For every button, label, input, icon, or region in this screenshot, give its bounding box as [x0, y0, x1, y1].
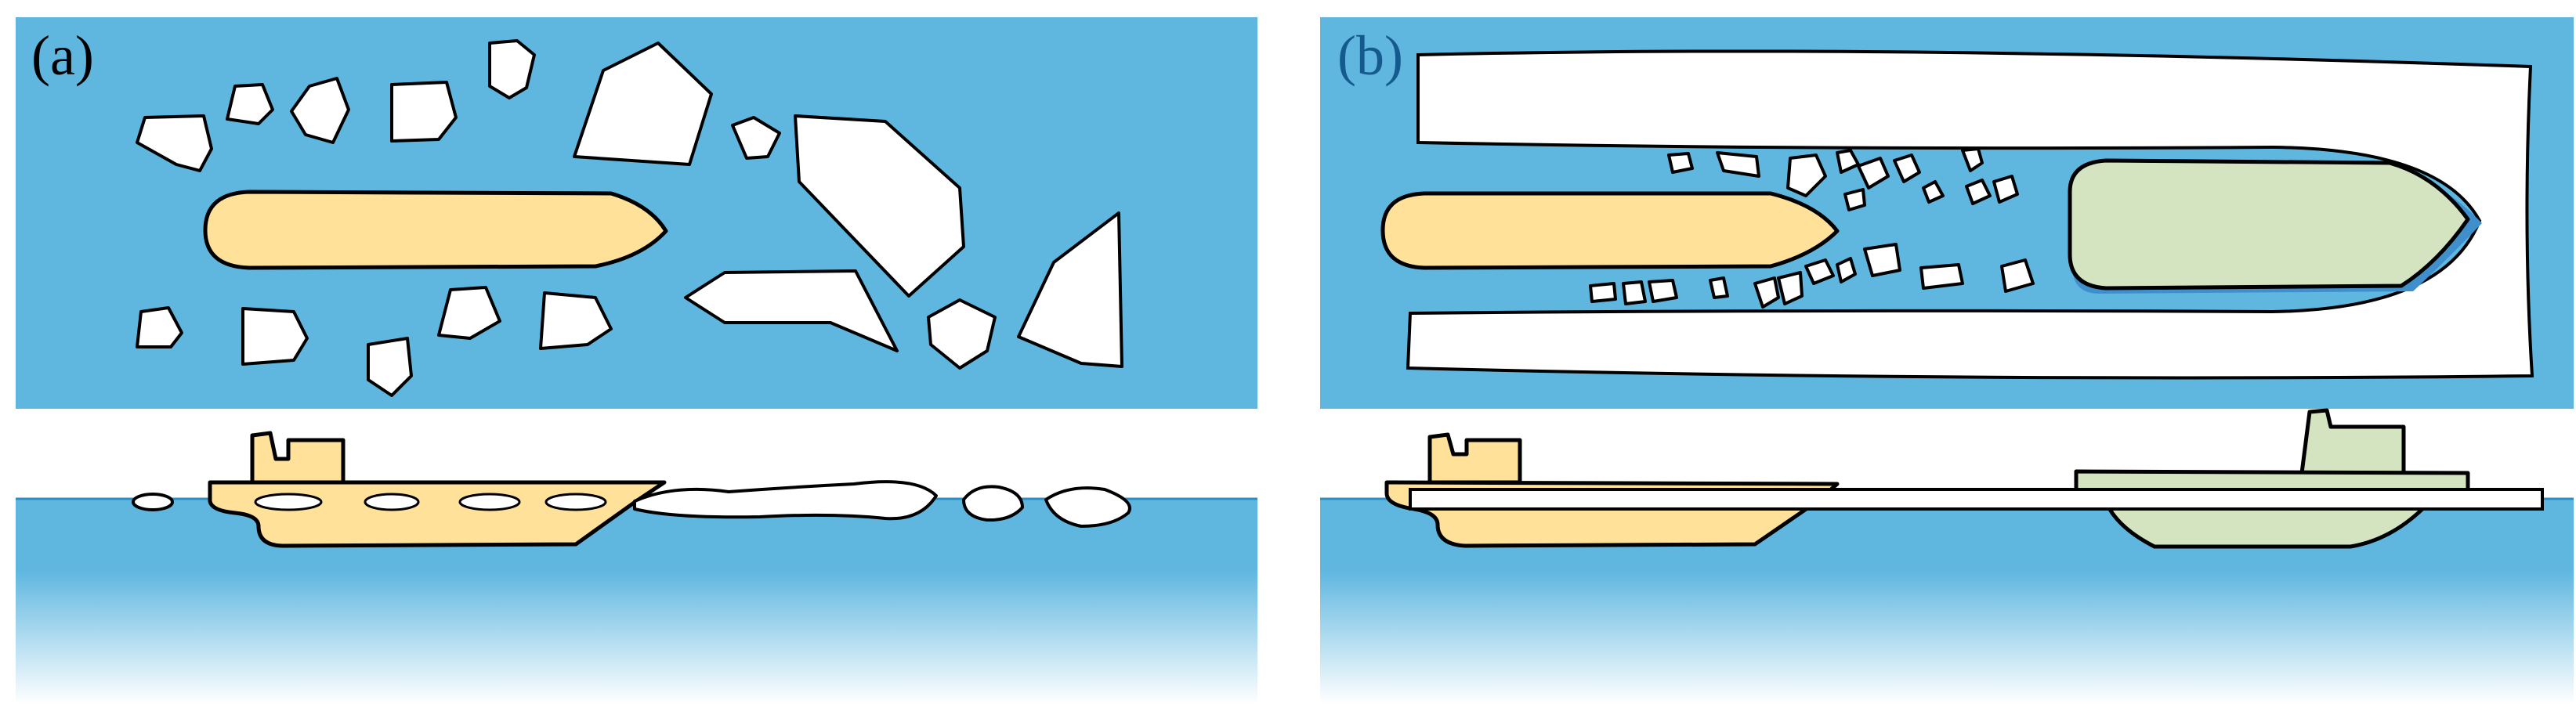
ice-floe	[290, 77, 350, 144]
panel-b-label: (b)	[1337, 24, 1403, 87]
ice-floe	[1589, 282, 1617, 303]
ship-a-superstructure	[250, 431, 346, 485]
ice-floe	[390, 81, 458, 143]
ice-floe	[1863, 243, 1901, 277]
ice-floe	[684, 269, 899, 352]
porthole	[254, 493, 323, 511]
ice-floe	[1919, 263, 1964, 290]
ship-b-hull-plan	[1380, 191, 1840, 270]
ice-floe	[1922, 180, 1945, 204]
ship-b-superstructure	[1427, 432, 1522, 485]
panel-a-side-view	[16, 431, 1257, 704]
ice-floe	[1753, 276, 1780, 309]
ice-floe	[2000, 258, 2035, 293]
panel-b-ice-floes	[1589, 147, 2035, 309]
ice-floe	[437, 286, 501, 340]
ice-floe-side	[633, 480, 938, 521]
panel-b-side-view	[1320, 408, 2574, 704]
panel-b-plan-view: (b)	[1320, 17, 2574, 409]
porthole	[458, 493, 521, 511]
ice-floe-side	[962, 485, 1024, 522]
ice-floe	[539, 291, 613, 350]
ice-floe	[1777, 271, 1804, 305]
ice-floe	[241, 307, 309, 366]
ice-floe	[367, 337, 413, 397]
ice-floe	[1836, 257, 1857, 283]
ice-floe	[1843, 188, 1866, 211]
escort-ship-hull-plan	[2068, 158, 2470, 291]
panel-a-label: (a)	[31, 24, 94, 87]
ice-floe	[1622, 280, 1647, 305]
level-ice-slab	[1409, 488, 2544, 511]
ice-floe	[136, 114, 213, 172]
ice-floe	[1965, 179, 1992, 205]
ice-floe	[1716, 151, 1760, 178]
ice-floe	[731, 116, 781, 160]
ice-floe	[1709, 276, 1729, 299]
ice-floe	[1857, 157, 1890, 190]
ice-floe	[1017, 211, 1123, 368]
porthole	[364, 493, 420, 511]
ice-floe	[794, 114, 965, 298]
level-ice-sheet	[1406, 49, 2534, 380]
ice-floe	[136, 306, 183, 348]
panel-a-ice-floes	[136, 39, 1123, 397]
ice-floe	[573, 42, 713, 166]
ice-floe	[1648, 279, 1678, 303]
panel-a-plan-view: (a)	[16, 17, 1257, 409]
ship-a-hull-plan	[203, 190, 668, 270]
ice-floe	[1667, 152, 1694, 174]
ice-floe	[1961, 147, 1984, 172]
panel-a-water	[16, 499, 1257, 704]
escort-ship-superstructure	[2299, 408, 2406, 475]
ice-floe	[1804, 258, 1835, 285]
ice-floe-side	[132, 493, 174, 511]
ice-floe	[1992, 175, 2019, 204]
ice-floe	[1893, 153, 1921, 183]
ship-a-portholes	[254, 493, 607, 511]
ice-floe	[226, 83, 274, 125]
porthole	[545, 493, 607, 511]
ice-floe	[927, 298, 997, 370]
ice-floe	[488, 39, 536, 99]
ice-floe	[1786, 153, 1827, 197]
ice-floe-side	[1044, 486, 1131, 528]
